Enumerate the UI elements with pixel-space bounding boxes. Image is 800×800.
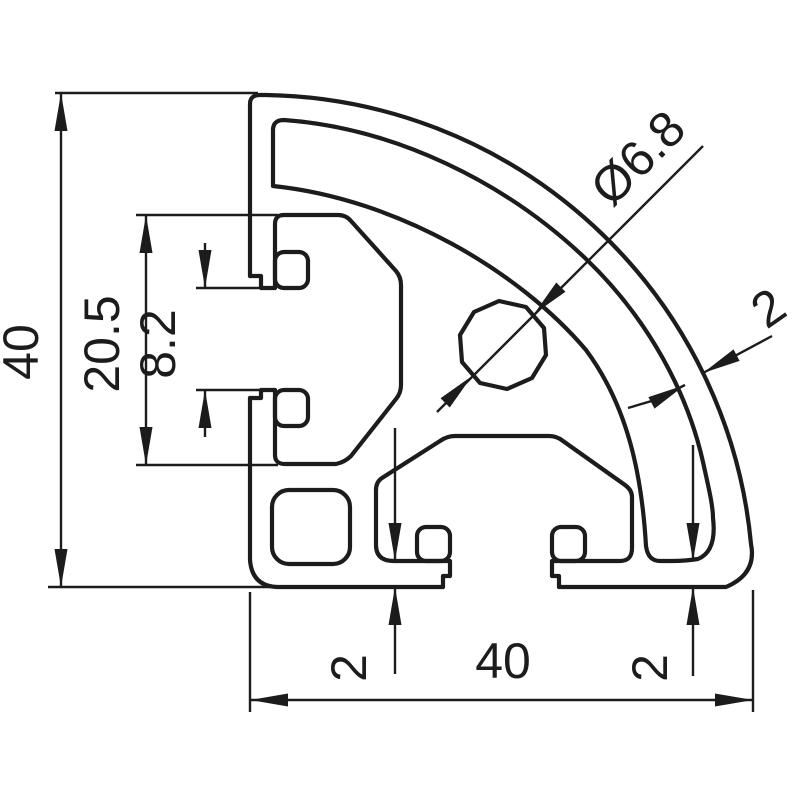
- dim-arrow-up: [198, 390, 212, 428]
- core-hole: [457, 298, 549, 392]
- dim-label-slot-opening: 8.2: [130, 309, 186, 379]
- profile-outer-edge: [247, 92, 755, 590]
- dim-arrow-up: [54, 93, 68, 131]
- dim-arrow-right: [715, 693, 753, 707]
- dim-arrow-down: [198, 250, 212, 288]
- dim-wall-bottom-right: 2: [622, 445, 700, 682]
- dim-wall-bottom-left: 2: [321, 428, 402, 682]
- dim-slot-opening: 8.2: [130, 243, 263, 437]
- dim-label-width: 40: [475, 633, 531, 689]
- bottom-slot-left-lip: [414, 524, 453, 564]
- central-cavity: [247, 212, 404, 467]
- left-slot-upper-lip: [272, 249, 311, 291]
- dim-arrow-up: [139, 215, 153, 253]
- dim-label-height: 40: [0, 324, 49, 380]
- dim-arrow-left: [250, 693, 288, 707]
- profile-outline-group: [247, 92, 755, 590]
- dim-arrow-lower: [440, 371, 477, 408]
- dim-label-core-hole: Ø6.8: [580, 100, 696, 216]
- dim-arrow-up: [388, 587, 402, 625]
- bottom-slot-right-lip: [549, 524, 588, 564]
- dim-overall-height: 40: [0, 91, 374, 589]
- dim-label-slot-depth: 20.5: [74, 295, 130, 392]
- dim-arrow-down: [54, 549, 68, 587]
- dim-arrow-down: [388, 523, 402, 561]
- arc-cavity: [270, 117, 716, 564]
- dim-arrow-up: [686, 587, 700, 625]
- dim-label-wall-bottom-right: 2: [622, 654, 678, 682]
- bottom-cavity: [373, 433, 635, 590]
- square-hole: [269, 487, 353, 567]
- dim-label-wall-arc: 2: [741, 277, 796, 339]
- dim-arrow-down: [139, 427, 153, 465]
- left-slot-lower-lip: [272, 387, 311, 429]
- dim-slot-cavity-depth: 20.5: [74, 213, 278, 467]
- dim-label-wall-bottom-left: 2: [321, 654, 377, 682]
- dim-arrow-down: [686, 523, 700, 561]
- dim-leader-line: [436, 145, 704, 413]
- dim-overall-width: 40: [248, 590, 755, 712]
